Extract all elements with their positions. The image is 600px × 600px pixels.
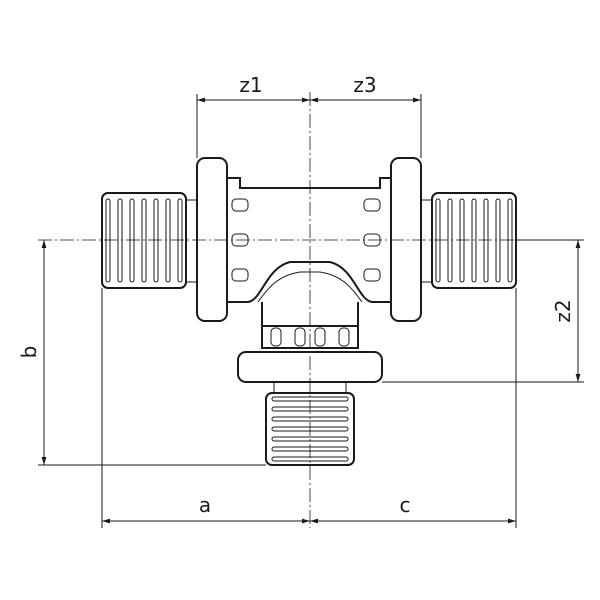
dim-label-b: b xyxy=(17,346,41,359)
spigot-rib xyxy=(271,416,349,422)
right-spigot-ribs xyxy=(435,198,513,283)
spigot-rib xyxy=(459,198,465,283)
left-spigot-outline xyxy=(101,192,187,289)
body-inner-arch xyxy=(257,271,363,303)
clip xyxy=(294,327,306,347)
spigot-rib xyxy=(165,198,171,283)
spigot-rib xyxy=(471,198,477,283)
spigot-rib xyxy=(507,198,513,283)
spigot-rib xyxy=(153,198,159,283)
dim-label-z2: z2 xyxy=(551,299,575,322)
spigot-rib xyxy=(271,406,349,412)
clip xyxy=(338,327,350,347)
tee-body xyxy=(227,177,391,349)
clip xyxy=(231,233,249,247)
spigot-rib xyxy=(141,198,147,283)
spigot-rib xyxy=(495,198,501,283)
spigot-rib xyxy=(435,198,441,283)
clip xyxy=(363,268,381,282)
clip xyxy=(314,327,326,347)
right-spigot-outline xyxy=(431,192,517,289)
spigot-rib xyxy=(447,198,453,283)
spigot-rib xyxy=(129,198,135,283)
spigot-rib xyxy=(271,446,349,452)
spigot-rib xyxy=(271,436,349,442)
left-flange xyxy=(196,157,228,322)
clip xyxy=(363,233,381,247)
body-bottom-edge xyxy=(227,261,391,303)
clip-details xyxy=(231,198,381,347)
spigot-rib xyxy=(271,426,349,432)
dim-label-z1: z1 xyxy=(239,73,262,97)
branch-collar xyxy=(261,302,359,327)
branch-neck xyxy=(261,326,359,349)
right-flange xyxy=(390,157,422,322)
body-top-edge xyxy=(227,177,391,189)
spigot-rib xyxy=(271,456,349,462)
dim-label-z3: z3 xyxy=(353,73,376,97)
dim-label-c: c xyxy=(400,493,411,517)
dimension-lines xyxy=(41,97,581,524)
spigot-rib xyxy=(271,396,349,402)
clip xyxy=(231,198,249,212)
spigot-rib xyxy=(117,198,123,283)
bottom-spigot xyxy=(265,382,355,466)
spigot-rib xyxy=(177,198,183,283)
left-spigot xyxy=(101,192,187,289)
center-lines xyxy=(38,92,560,528)
right-spigot xyxy=(431,192,517,289)
spigot-rib xyxy=(483,198,489,283)
clip xyxy=(270,327,282,347)
bottom-spigot-outline xyxy=(265,392,355,466)
bottom-flange xyxy=(237,351,383,383)
dim-label-a: a xyxy=(199,493,211,517)
left-spigot-ribs xyxy=(105,198,183,283)
spigot-rib xyxy=(105,198,111,283)
clip xyxy=(363,198,381,212)
extension-lines xyxy=(38,94,584,528)
clip xyxy=(231,268,249,282)
bottom-spigot-ribs xyxy=(271,396,349,462)
